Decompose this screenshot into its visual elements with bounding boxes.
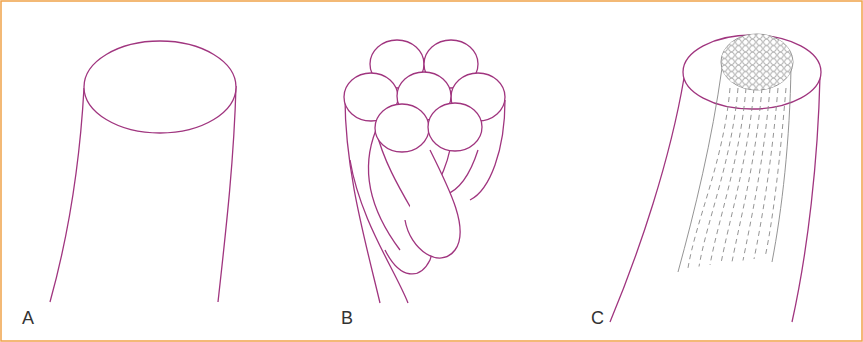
stranded-fiber [344, 40, 505, 303]
panel-letter: B [341, 309, 353, 327]
filament-strand [754, 88, 778, 259]
composite-fiber [610, 35, 821, 322]
filament-strand [699, 88, 738, 267]
filament-strand [710, 88, 746, 265]
panel-letter: C [591, 309, 604, 327]
solid-fiber [50, 41, 236, 302]
filament-strand [732, 88, 762, 262]
panel-letter: A [22, 309, 34, 327]
filament-strand [688, 88, 730, 268]
filament-bundle-fill [715, 30, 799, 94]
filament-lines [678, 66, 791, 272]
filament-strand [743, 88, 770, 261]
filament-strand [765, 88, 786, 258]
filament-strand [721, 88, 754, 264]
